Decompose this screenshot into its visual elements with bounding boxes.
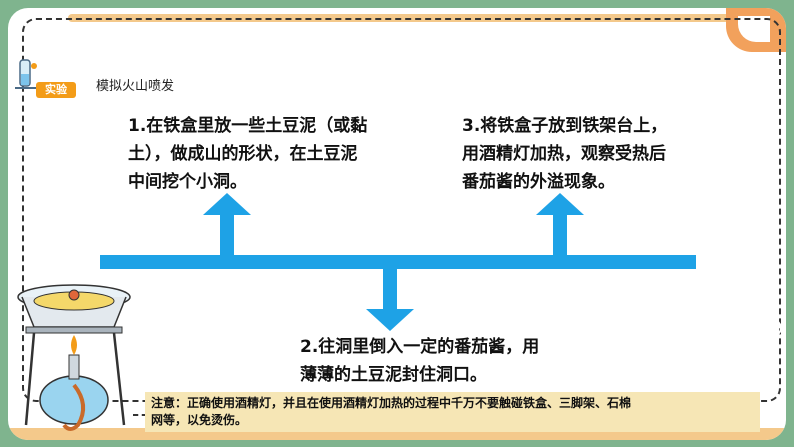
step-2-line: 薄薄的土豆泥封住洞口。 — [300, 365, 487, 385]
step-1-line: 1.在铁盒里放一些土豆泥（或黏 — [128, 116, 368, 136]
flow-arrows — [100, 193, 696, 331]
experiment-badge: 实验 — [36, 82, 76, 98]
arrow-step2-head — [366, 309, 414, 331]
arrow-step3-shaft — [553, 215, 567, 257]
horizontal-connector — [100, 255, 696, 269]
safety-note-line: 注意：正确使用酒精灯，并且在使用酒精灯加热的过程中千万不要触碰铁盒、三脚架、石棉 — [151, 396, 632, 410]
arrow-step1-shaft — [220, 215, 234, 257]
safety-note-line: 网等，以免烫伤。 — [151, 413, 248, 427]
arrow-step3-head — [536, 193, 584, 215]
section-title: 模拟火山喷发 — [96, 79, 175, 94]
step-1-line: 土），做成山的形状，在土豆泥 — [128, 144, 358, 164]
step-2-text: 2.往洞里倒入一定的番茄酱，用 薄薄的土豆泥封住洞口。 — [300, 333, 600, 389]
dashed-accent — [133, 414, 147, 418]
safety-note: 注意：正确使用酒精灯，并且在使用酒精灯加热的过程中千万不要触碰铁盒、三脚架、石棉… — [145, 392, 760, 432]
step-3-text: 3.将铁盒子放到铁架台上， 用酒精灯加热，观察受热后 番茄酱的外溢现象。 — [462, 112, 752, 196]
flask-icon — [15, 59, 37, 89]
step-3-line: 用酒精灯加热，观察受热后 — [462, 144, 666, 164]
experiment-illustration — [17, 284, 131, 431]
step-2-line: 2.往洞里倒入一定的番茄酱，用 — [300, 337, 540, 357]
step-3-line: 3.将铁盒子放到铁架台上， — [462, 116, 668, 136]
step-1-line: 中间挖个小洞。 — [128, 172, 247, 192]
arrow-step1-head — [203, 193, 251, 215]
step-3-line: 番茄酱的外溢现象。 — [462, 172, 615, 192]
step-1-text: 1.在铁盒里放一些土豆泥（或黏 土），做成山的形状，在土豆泥 中间挖个小洞。 — [128, 112, 428, 196]
arrow-step2-shaft — [383, 267, 397, 309]
swirl-decoration — [770, 303, 782, 337]
